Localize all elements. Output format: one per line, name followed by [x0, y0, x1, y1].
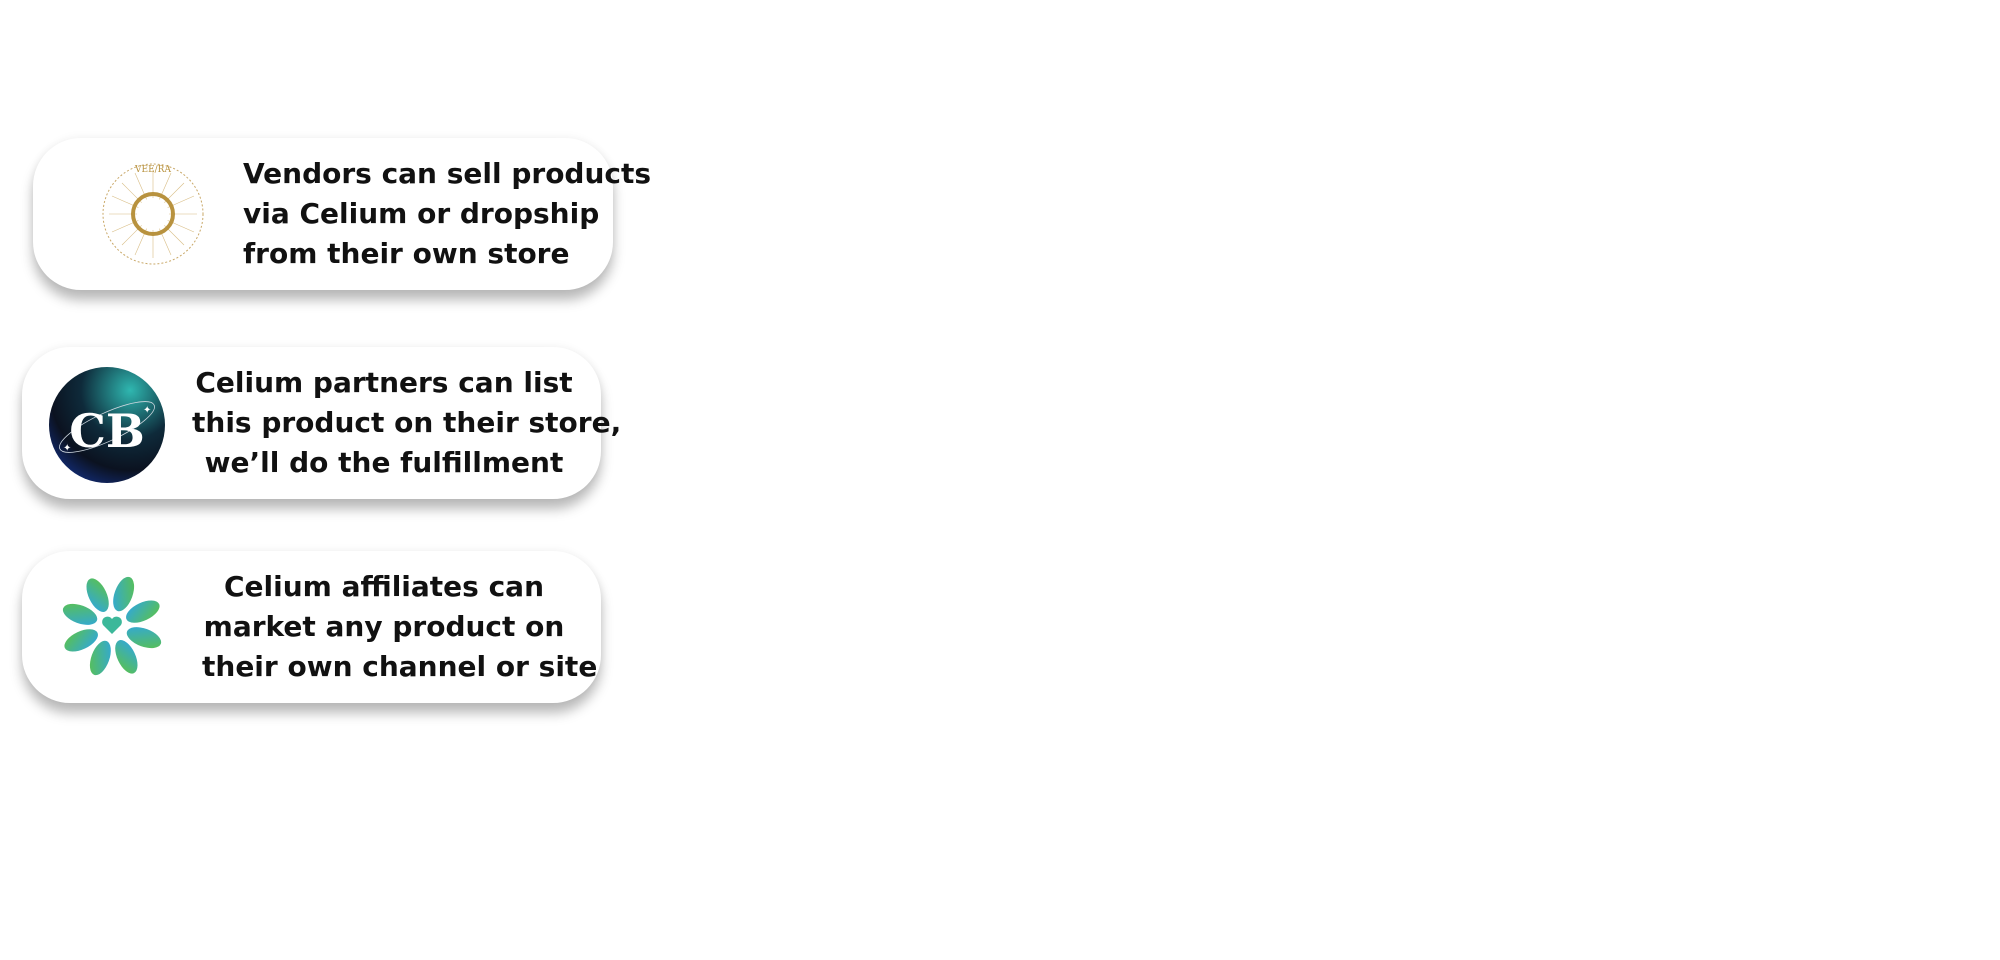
text-line: Celium affiliates can	[223, 570, 545, 603]
text-line: we’ll do the fulfillment	[204, 446, 564, 479]
text-line: Vendors can sell products	[243, 157, 652, 190]
vendors-card: VEE/RA Vendors can sell products via Cel…	[33, 138, 652, 290]
cb-logo-icon: CB ✦ ✦	[49, 367, 165, 483]
affiliates-text: Celium affiliates can market any product…	[202, 567, 598, 687]
vendors-text: Vendors can sell products via Celium or …	[243, 154, 652, 274]
svg-text:CB: CB	[69, 404, 145, 458]
text-line: Celium partners can list	[195, 366, 573, 399]
svg-text:✦: ✦	[143, 405, 151, 416]
leaf-heart-logo-icon	[54, 568, 170, 684]
text-line: market any product on	[203, 610, 565, 643]
svg-text:✦: ✦	[63, 443, 71, 454]
partners-text: Celium partners can list this product on…	[192, 363, 622, 483]
partners-card: CB ✦ ✦ Celium partners can list this pro…	[22, 347, 622, 499]
text-line: their own channel or site	[202, 650, 598, 683]
svg-text:VEE/RA: VEE/RA	[134, 165, 171, 175]
text-line: from their own store	[243, 237, 570, 270]
affiliates-card: Celium affiliates can market any product…	[22, 551, 601, 703]
text-line: via Celium or dropship	[243, 197, 600, 230]
veeira-logo-icon: VEE/RA	[95, 156, 211, 272]
text-line: this product on their store,	[192, 406, 622, 439]
